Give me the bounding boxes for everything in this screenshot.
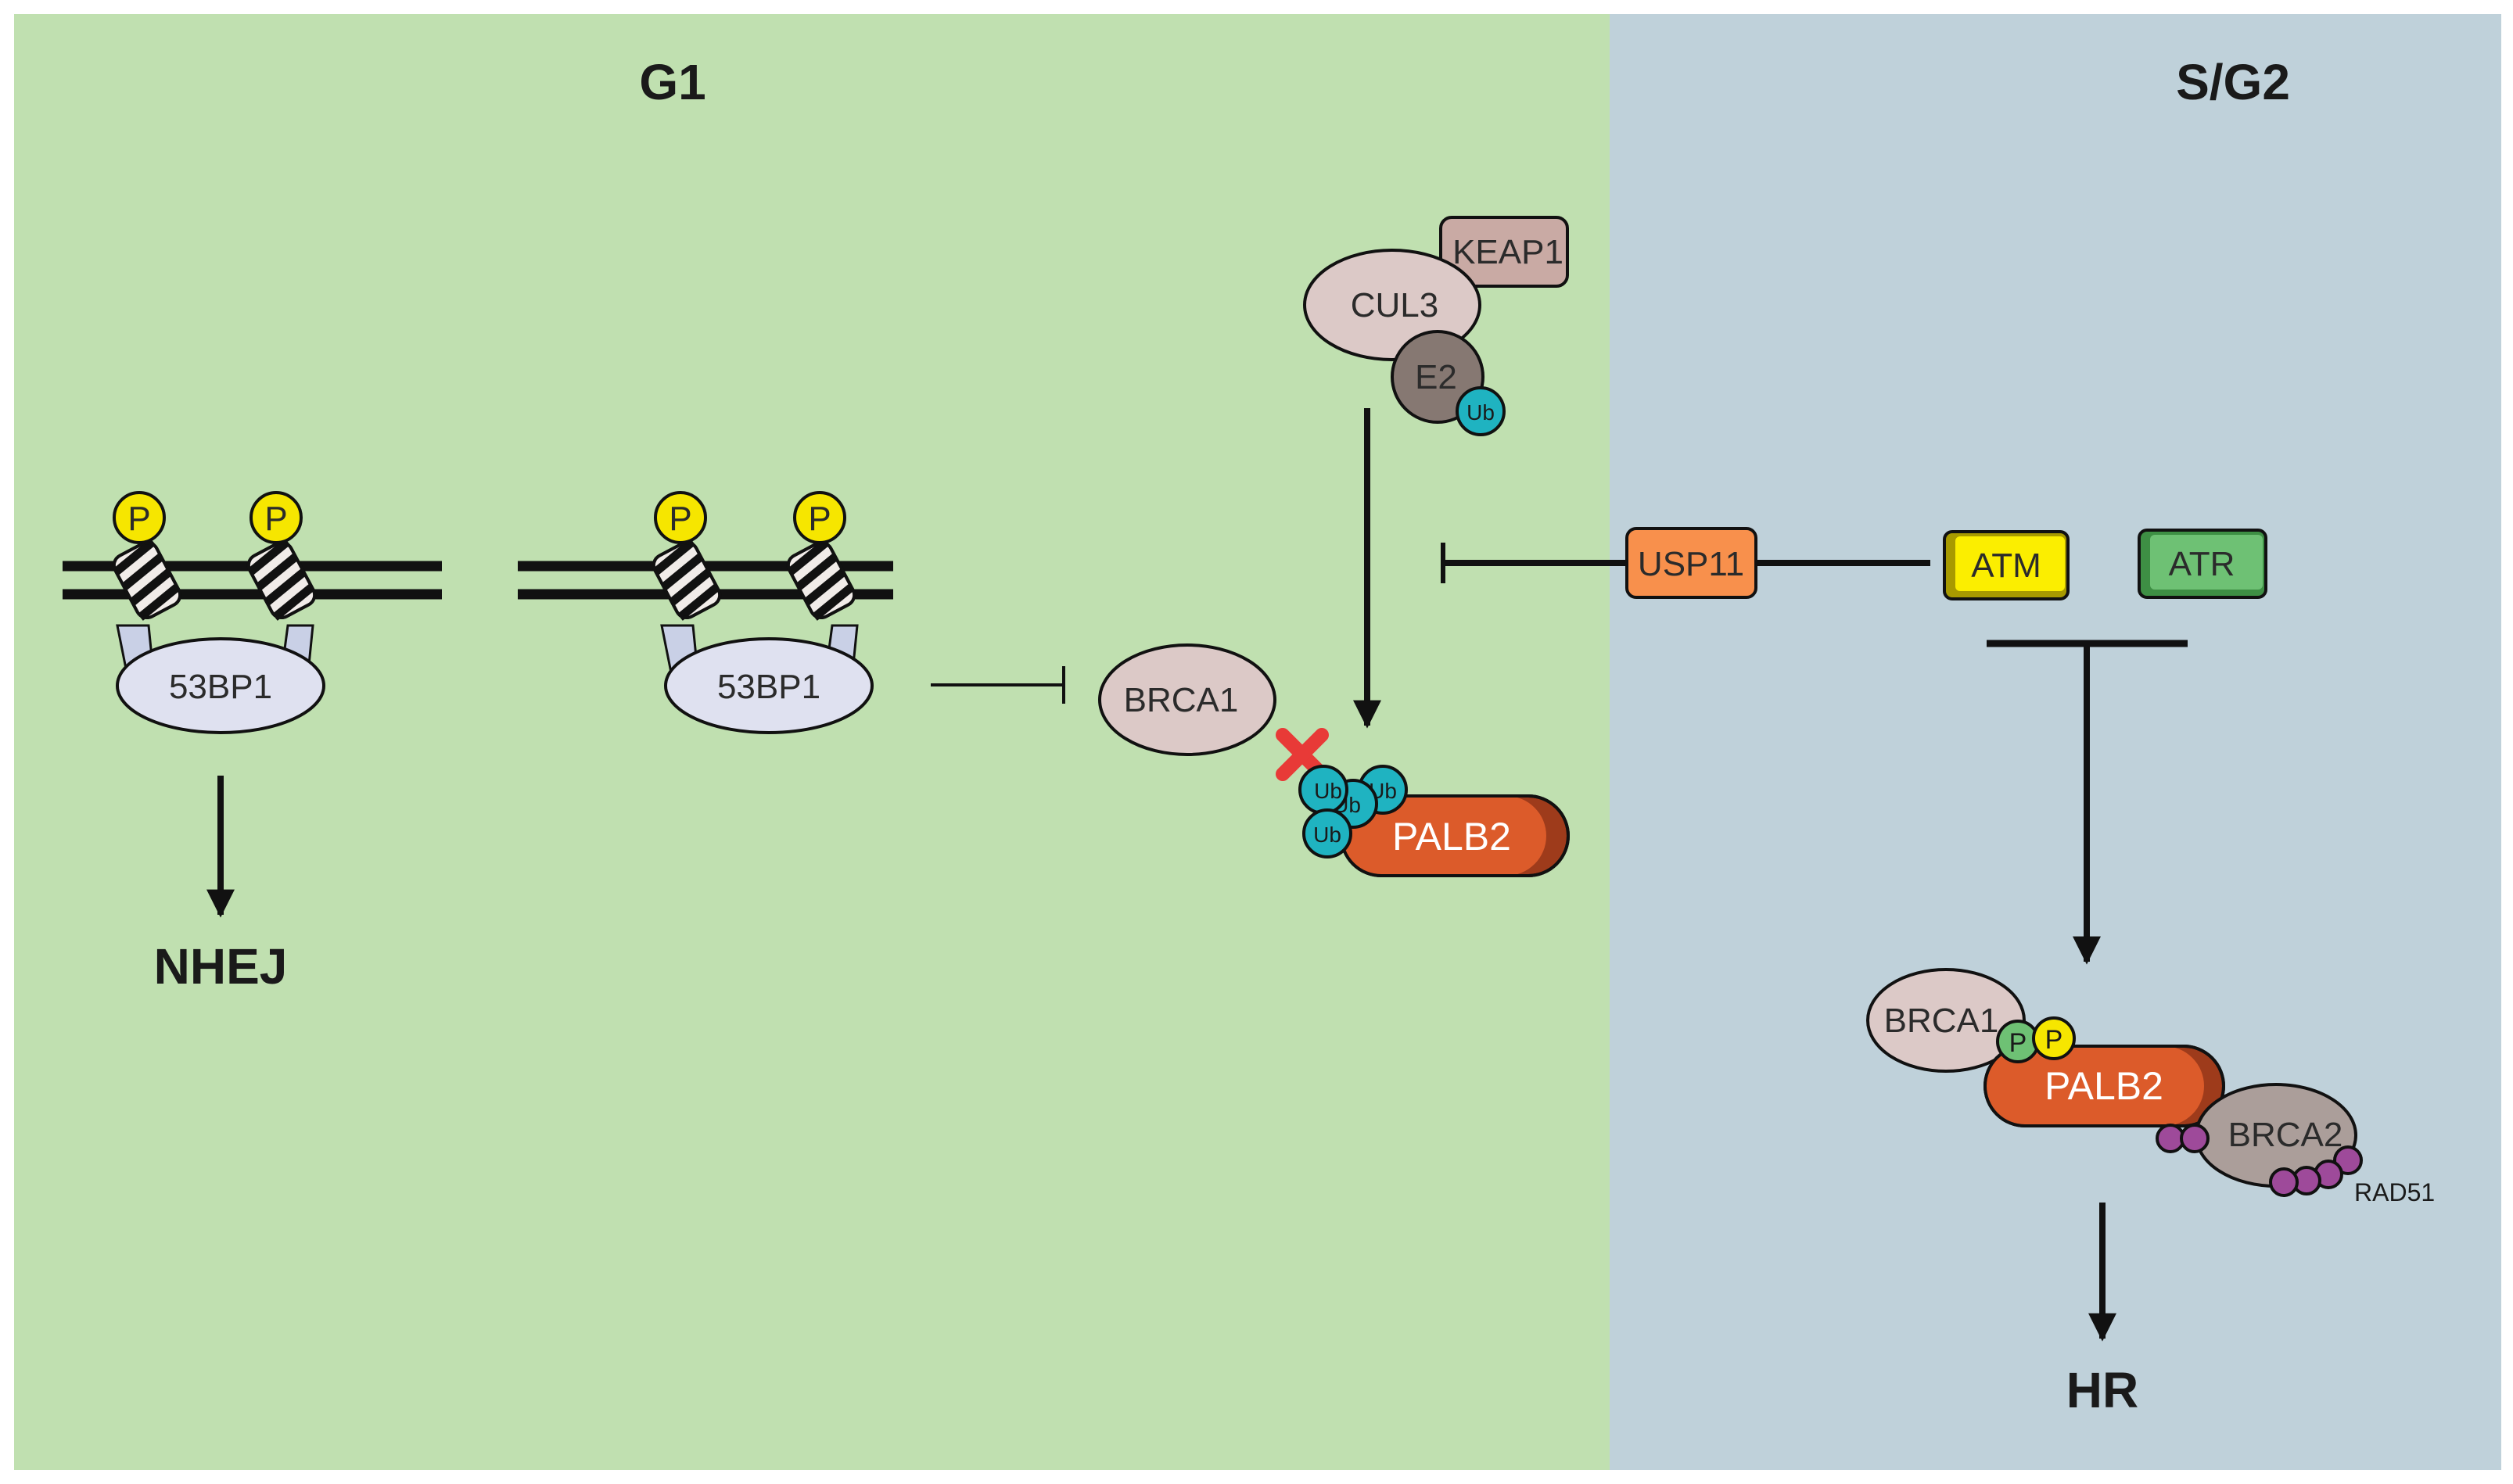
sg2-phase-panel [1610,14,2501,1470]
rad51-bead [2156,1124,2185,1153]
keap1-protein [1439,216,1569,288]
atm-label: ATM [1971,547,2041,585]
ubiquitin-label: Ub [1314,779,1342,803]
53bp1-protein [664,637,874,734]
phosphorylation-label: P [808,500,831,538]
phosphorylation-mark [654,491,707,544]
phosphorylation-mark [793,491,846,544]
palb2-protein-sg2 [1983,1045,2225,1127]
usp11-protein [1625,527,1757,599]
53bp1-label: 53BP1 [717,668,820,706]
palb2-label-g1: PALB2 [1392,815,1511,858]
rad51-bead [2180,1124,2210,1153]
ubiquitin-label: Ub [1313,823,1341,847]
ubiquitin-mark [1456,386,1506,436]
g1-phase-title: G1 [639,54,705,110]
brca1-protein-g1 [1098,643,1276,756]
brca1-palb2-brca2-complex: BRCA1 PALB2 P P BRCA2 RAD51 [1866,968,2435,1206]
g1-phase-panel [14,14,1610,1470]
atr-kinase-face [2150,535,2263,590]
brca1-label-g1: BRCA1 [1124,681,1239,719]
brca1-label-sg2: BRCA1 [1884,1002,1999,1040]
phosphorylation-mark [113,491,166,544]
ubiquitin-mark [1302,808,1352,858]
chromatin-53bp1-complex-right: P P 53BP1 [518,491,893,734]
palb2-ubiquitinated-g1: PALB2 Ub Ub Ub Ub [1298,765,1570,877]
phosphorylation-mark [250,491,303,544]
phosphorylation-label: P [127,500,150,538]
hr-outcome-label: HR [2066,1362,2138,1418]
cul3-keap1-e2-complex: KEAP1 CUL3 E2 Ub [1303,216,1569,436]
phosphorylation-label: P [2045,1025,2063,1055]
phosphorylation-mark [2032,1016,2076,1060]
nhej-outcome-label: NHEJ [154,938,288,995]
atm-kinase-face [1955,536,2065,591]
53bp1-label: 53BP1 [169,668,272,706]
phosphorylation-label: P [2009,1028,2027,1058]
rad51-bead [2333,1145,2363,1175]
brca2-label: BRCA2 [2228,1116,2343,1154]
brca1-protein-sg2 [1866,968,2026,1073]
usp11-label: USP11 [1638,545,1744,583]
rad51-bead [2269,1167,2299,1197]
rad51-label: RAD51 [2354,1178,2435,1206]
cul3-label: CUL3 [1351,286,1439,324]
atr-label: ATR [2169,545,2235,583]
sg2-phase-title: S/G2 [2176,54,2290,110]
chromatin-53bp1-complex-left: P P 53BP1 [63,491,442,734]
e2-label: E2 [1415,358,1457,396]
phosphorylation-label: P [669,500,691,538]
phosphorylation-label: P [264,500,287,538]
keap1-label: KEAP1 [1452,233,1563,271]
palb2-label-sg2: PALB2 [2045,1064,2163,1108]
53bp1-protein [116,637,325,734]
ubiquitin-label: Ub [1467,400,1495,425]
